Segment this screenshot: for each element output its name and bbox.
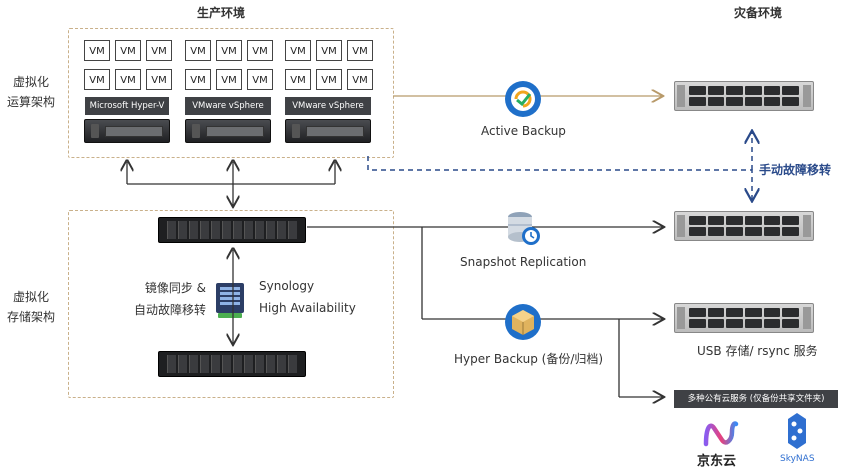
compute-cluster-box xyxy=(68,28,394,158)
vm-box: VM xyxy=(146,69,172,90)
vm-box: VM xyxy=(347,40,373,61)
ha-name-1: Synology xyxy=(259,279,315,293)
host-server xyxy=(84,119,170,143)
dr-nas-hyper-backup xyxy=(674,303,814,333)
vm-box: VM xyxy=(316,69,342,90)
hyper-backup-label: Hyper Backup (备份/归档) xyxy=(454,352,604,366)
vm-box: VM xyxy=(347,69,373,90)
vm-box: VM xyxy=(247,69,273,90)
vm-box: VM xyxy=(115,40,141,61)
manual-failover-label: 手动故障移转 xyxy=(759,163,832,177)
ha-sync-label-2: 自动故障移转 xyxy=(133,303,206,317)
primary-storage-rack xyxy=(158,217,306,243)
production-title: 生产环境 xyxy=(197,6,246,20)
vm-box: VM xyxy=(285,40,311,61)
vm-box: VM xyxy=(247,40,273,61)
vm-box: VM xyxy=(115,69,141,90)
vm-box: VM xyxy=(216,40,242,61)
ha-sync-label-1: 镜像同步 & xyxy=(144,281,206,295)
jdcloud-name: 京东云 xyxy=(697,454,737,469)
jdcloud-logo xyxy=(703,421,739,447)
storage-cluster-box xyxy=(68,210,394,398)
active-backup-label: Active Backup xyxy=(481,124,566,138)
usb-rsync-label: USB 存储/ rsync 服务 xyxy=(697,344,818,358)
dr-nas-snapshot xyxy=(674,211,814,241)
virtual-compute-label: 虚拟化 运算架构 xyxy=(6,75,55,109)
vm-box: VM xyxy=(146,40,172,61)
disaster-title: 灾备环境 xyxy=(734,6,783,20)
vm-box: VM xyxy=(285,69,311,90)
vm-box: VM xyxy=(84,40,110,61)
vm-box: VM xyxy=(316,40,342,61)
vm-box: VM xyxy=(185,69,211,90)
snapshot-replication-icon xyxy=(508,212,540,245)
active-backup-icon xyxy=(505,81,541,117)
secondary-storage-rack xyxy=(158,351,306,377)
vm-box: VM xyxy=(185,40,211,61)
snapshot-replication-label: Snapshot Replication xyxy=(460,255,587,269)
public-cloud-header: 多种公有云服务 (仅备份共享文件夹) xyxy=(674,390,838,408)
hypervisor-vsphere-1: VMware vSphere xyxy=(185,97,271,115)
hyper-backup-icon xyxy=(505,304,541,340)
virtual-storage-label: 虚拟化 存储架构 xyxy=(6,290,55,324)
skynas-logo xyxy=(788,413,806,449)
ha-name-2: High Availability xyxy=(259,301,356,315)
hypervisor-hyperv: Microsoft Hyper-V xyxy=(85,97,169,115)
skynas-name: SkyNAS xyxy=(780,454,815,464)
vm-box: VM xyxy=(84,69,110,90)
vm-box: VM xyxy=(216,69,242,90)
dr-nas-active-backup xyxy=(674,81,814,111)
host-server xyxy=(185,119,271,143)
host-server xyxy=(285,119,371,143)
hypervisor-vsphere-2: VMware vSphere xyxy=(285,97,371,115)
